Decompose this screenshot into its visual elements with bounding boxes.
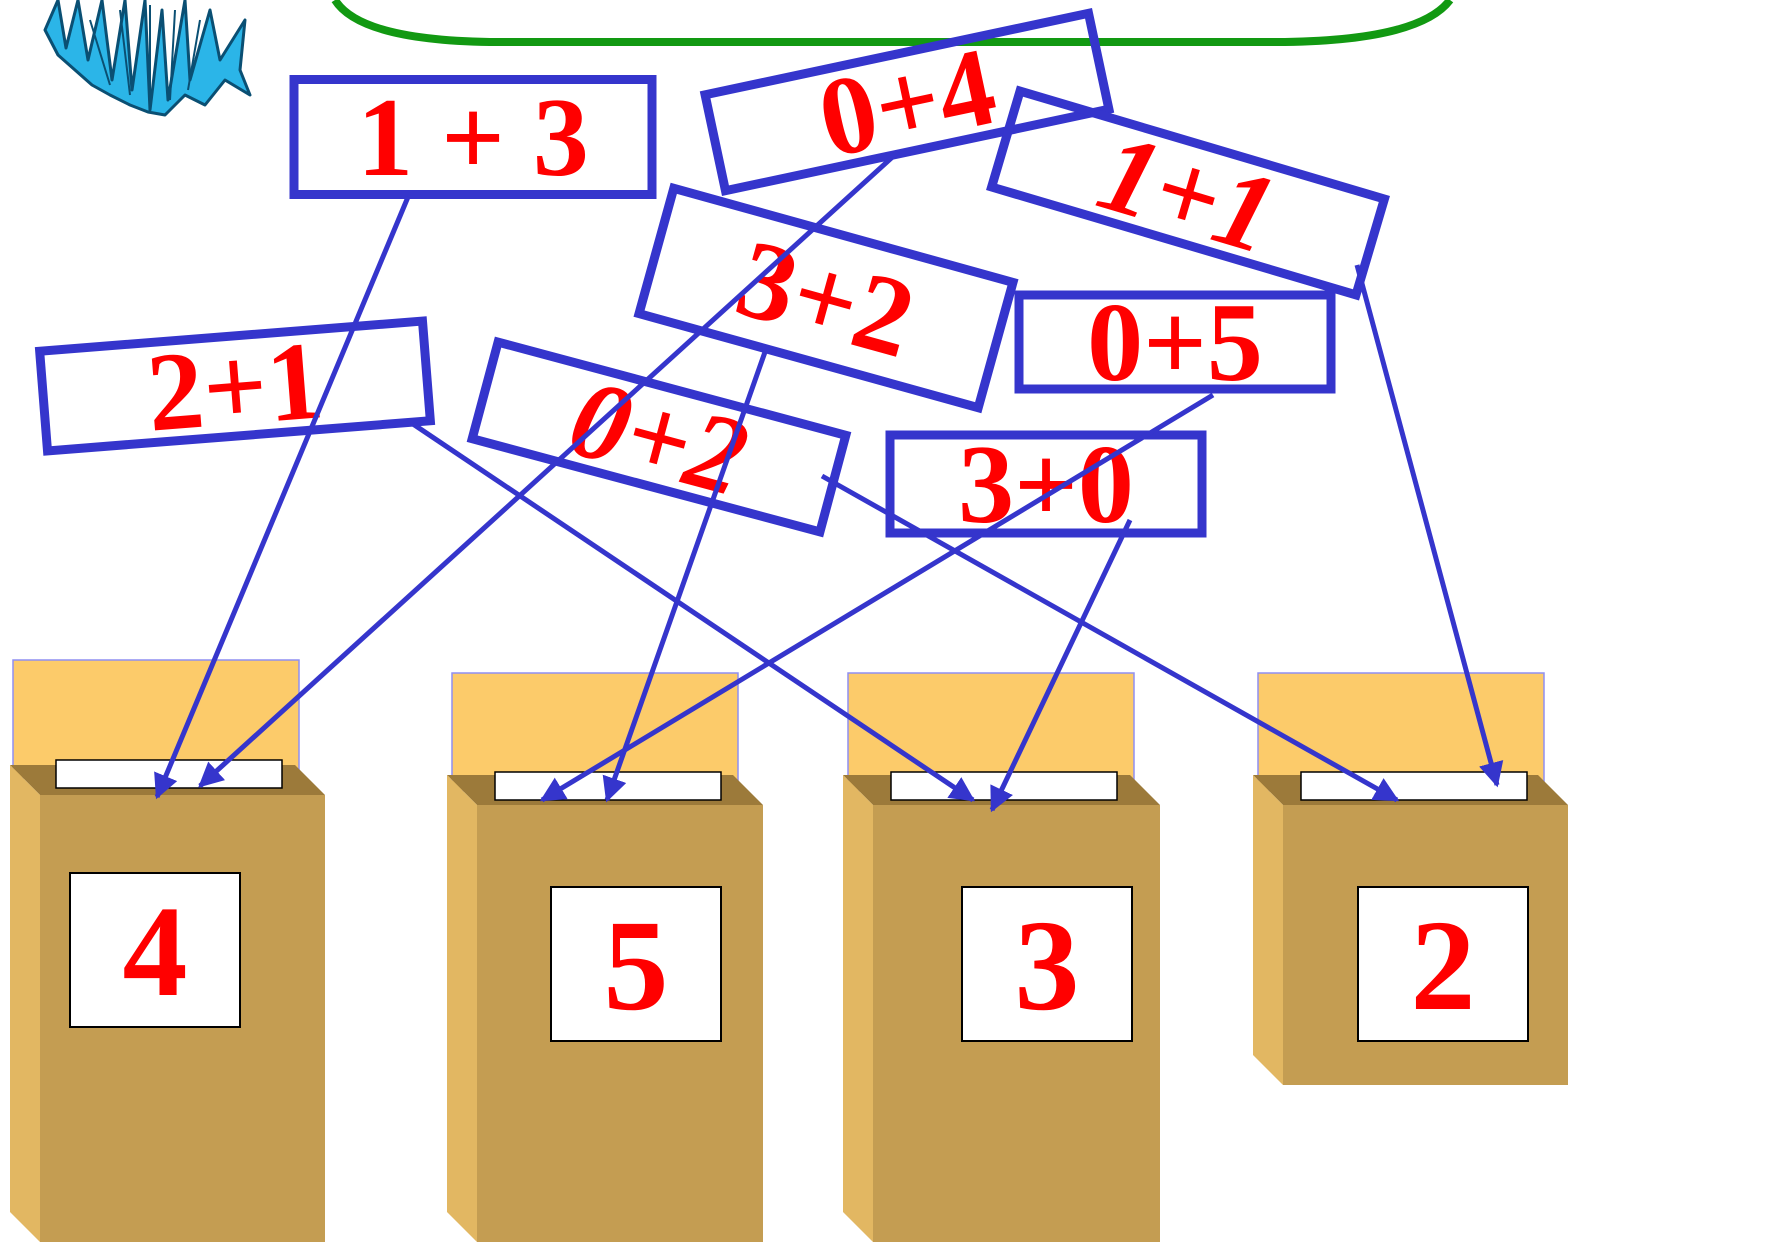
expression-card-2-plus-1[interactable]: 2+1 <box>34 310 436 464</box>
box-number: 5 <box>604 894 669 1038</box>
number-card <box>69 872 241 1028</box>
box-side <box>447 775 477 1242</box>
expression-text: 0+5 <box>1087 281 1263 405</box>
expression-text: 2+1 <box>143 318 328 455</box>
expression-frame <box>289 75 657 199</box>
box-side <box>10 765 40 1242</box>
expression-card-1-plus-1[interactable]: 1+1 <box>986 81 1390 308</box>
box-number: 4 <box>123 880 188 1024</box>
answer-box-4: 4 <box>10 659 325 1242</box>
answer-box-3: 3 <box>843 672 1160 1242</box>
expression-text: 1+1 <box>1086 110 1290 279</box>
box-number: 3 <box>1015 894 1080 1038</box>
expression-text: 1 + 3 <box>357 76 589 200</box>
answer-box-2: 2 <box>1253 672 1568 1085</box>
box-lid <box>12 659 300 779</box>
expression-card-1-plus-3[interactable]: 1 + 3 <box>289 75 657 200</box>
arrow-1-plus-3-to-4 <box>154 196 411 800</box>
expression-frame <box>699 7 1115 197</box>
arrow-0-plus-2-to-2 <box>820 473 1400 803</box>
expression-text: 3+0 <box>958 423 1134 547</box>
arrow-1-plus-1-to-2 <box>1354 264 1504 788</box>
spiky-plant-icon <box>43 0 252 117</box>
expression-text: 0+4 <box>808 24 1006 182</box>
number-card <box>961 886 1133 1042</box>
expression-frame <box>34 316 436 456</box>
expression-frame <box>1014 290 1336 394</box>
arrow-2-plus-1-to-3 <box>411 421 976 803</box>
expression-text: 0+2 <box>558 355 760 520</box>
arrow-0-plus-5-to-5 <box>539 392 1215 803</box>
speech-bubble <box>331 0 1454 46</box>
expression-frame <box>885 430 1207 538</box>
box-side <box>843 775 873 1242</box>
number-card <box>550 886 722 1042</box>
expression-card-0-plus-5[interactable]: 0+5 <box>1014 281 1336 405</box>
expression-text: 3+2 <box>724 216 927 382</box>
box-number: 2 <box>1411 894 1476 1038</box>
arrow-0-plus-4-to-4 <box>198 150 900 788</box>
expression-card-0-plus-2[interactable]: 0+2 <box>466 331 852 544</box>
expression-frame <box>986 85 1390 301</box>
arrow-3-plus-0-to-3 <box>989 518 1133 813</box>
arrow-3-plus-2-to-5 <box>602 351 768 803</box>
answer-box-5: 5 <box>447 672 763 1242</box>
expression-card-3-plus-0[interactable]: 3+0 <box>885 423 1207 547</box>
expression-card-3-plus-2[interactable]: 3+2 <box>633 182 1019 414</box>
number-card <box>1357 886 1529 1042</box>
box-side <box>1253 775 1283 1085</box>
expression-frame <box>633 182 1019 414</box>
